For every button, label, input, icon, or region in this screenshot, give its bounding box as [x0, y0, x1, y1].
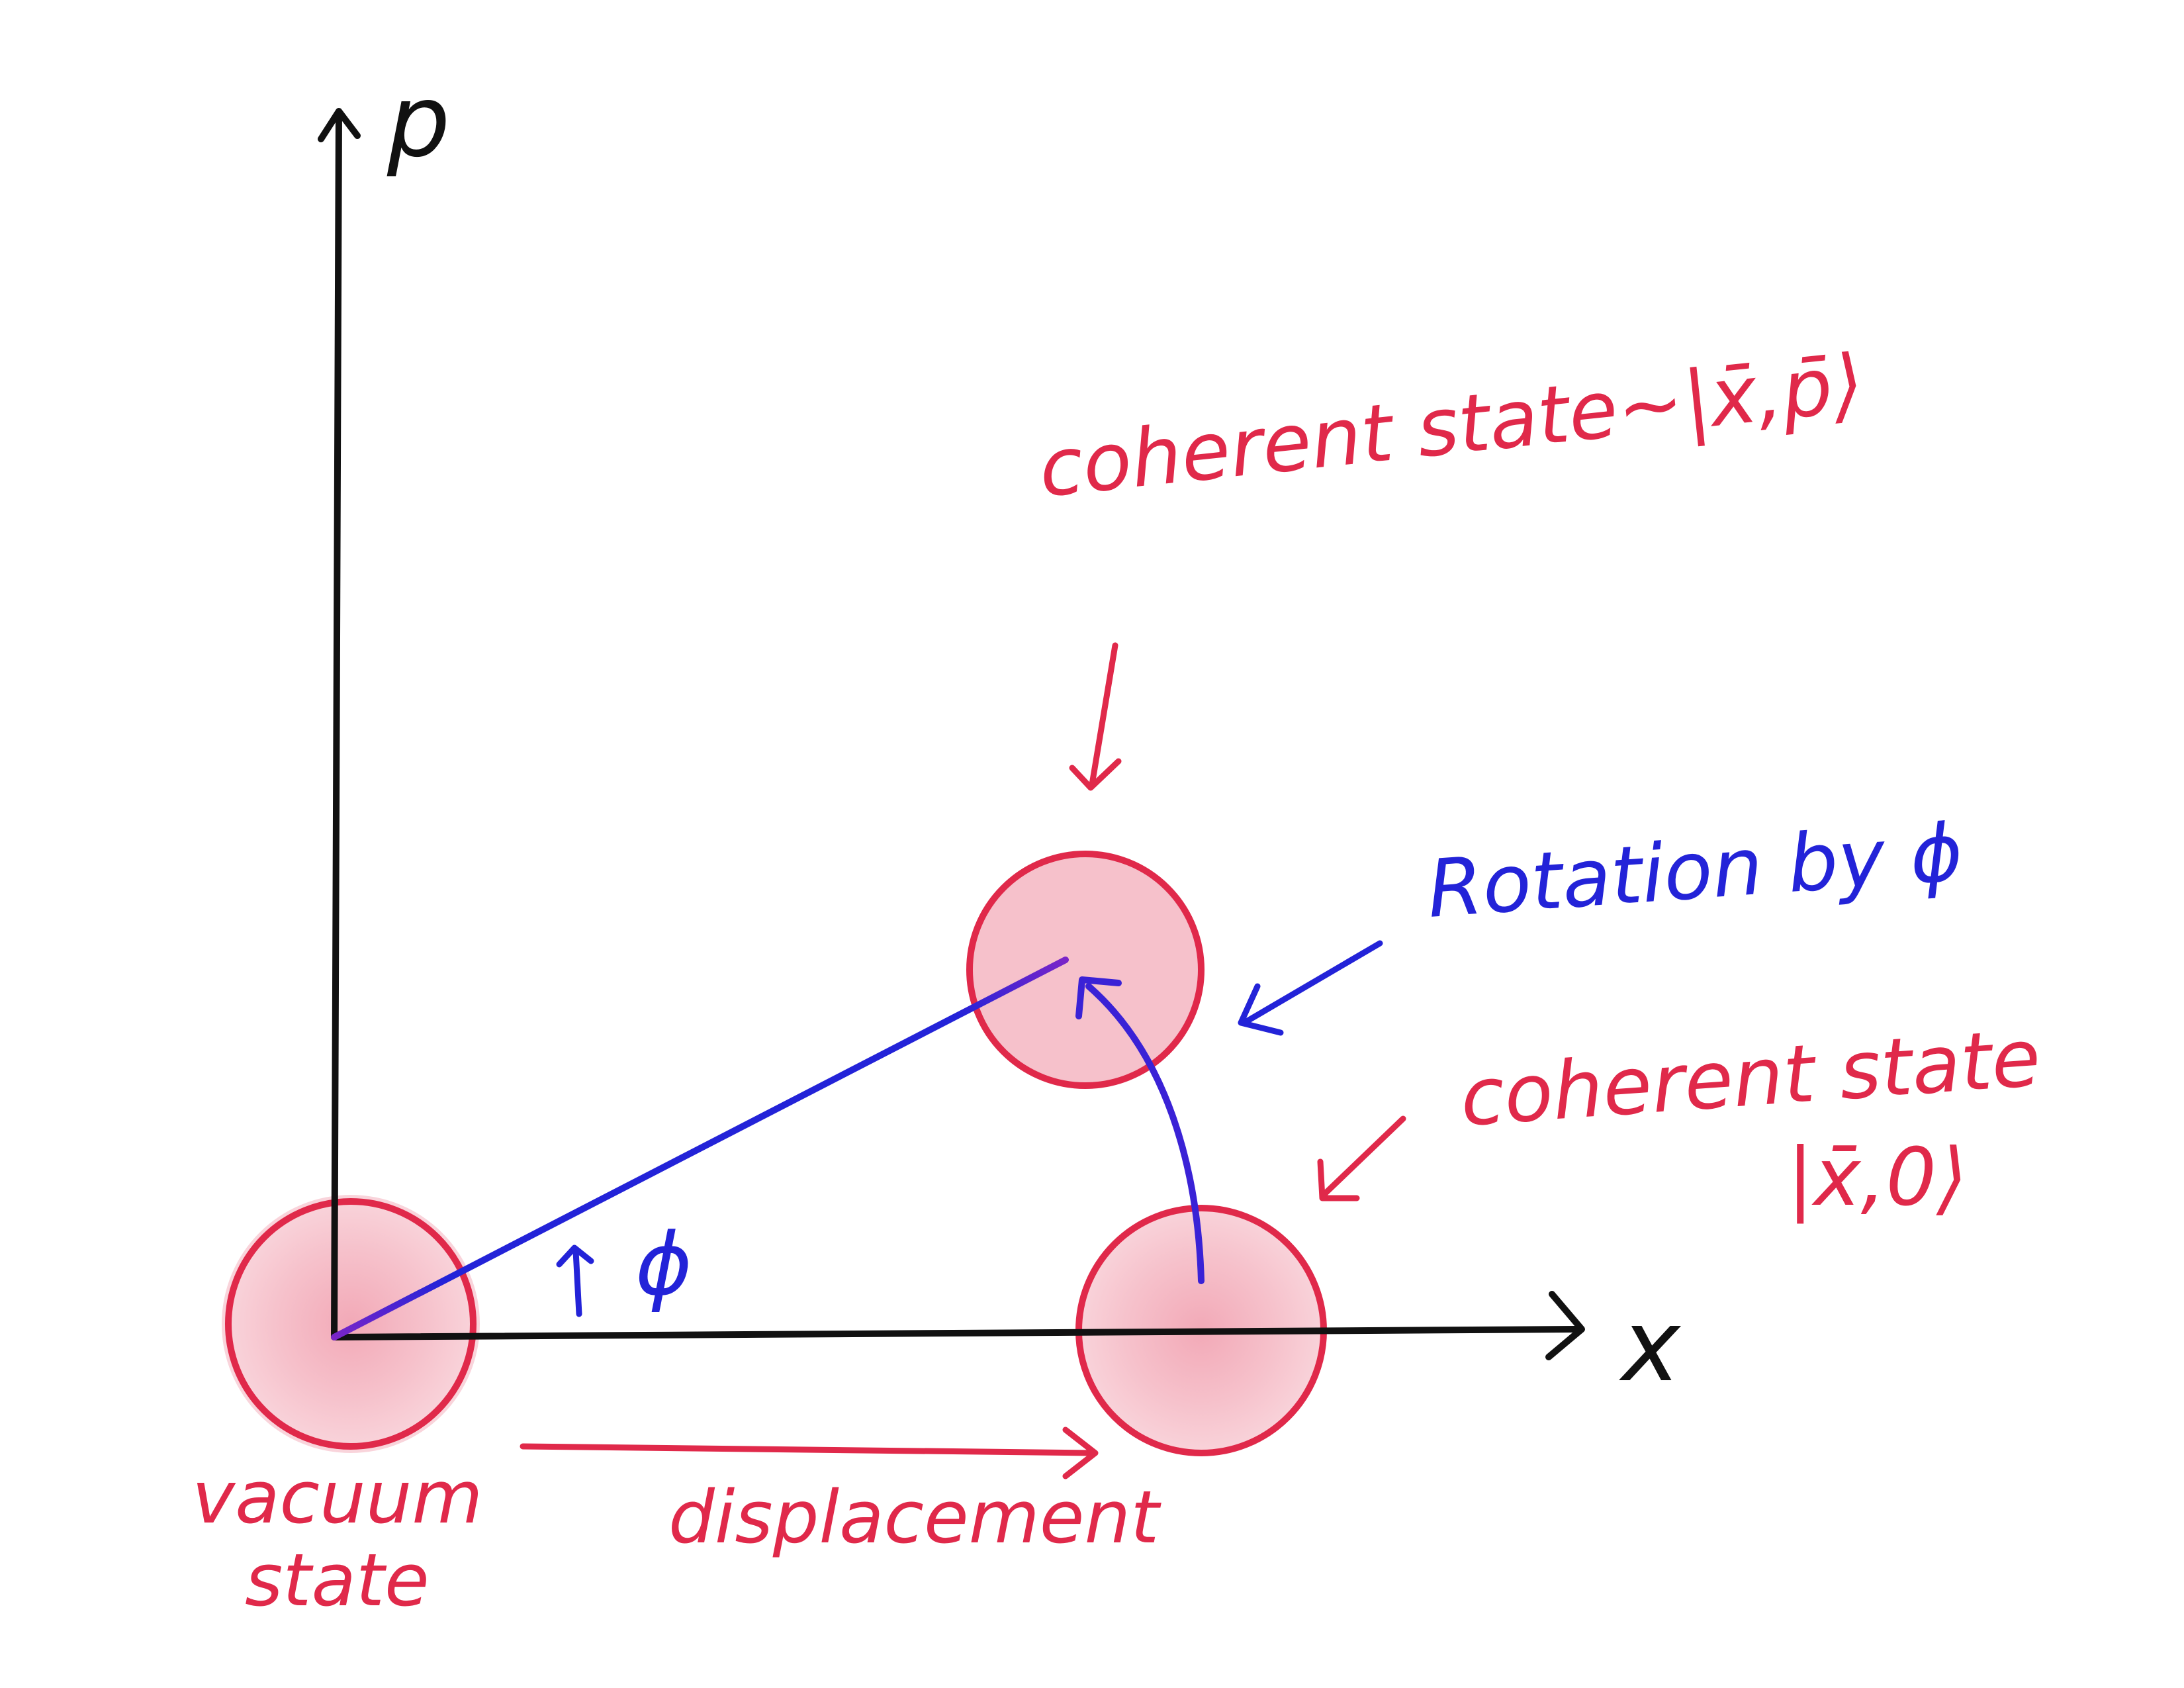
p-axis-label: p [387, 64, 450, 179]
coherent-top-pointer-arrow [1069, 642, 1122, 791]
coherent-right-label-line1: coherent state [1457, 1012, 2043, 1145]
p-axis [318, 108, 361, 1340]
angle-phi-label: ϕ [635, 1214, 692, 1315]
coherent-right-arrowhead-icon [1317, 1158, 1360, 1201]
rotation-label: Rotation by ϕ [1424, 807, 1966, 936]
rotated-coherent-state-circle [966, 851, 1205, 1089]
vacuum-state-circle [222, 1195, 480, 1453]
p-axis-arrowhead-icon [318, 108, 361, 142]
vacuum-state-label-line2: state [245, 1538, 430, 1622]
angle-phi-arrow [556, 1244, 594, 1317]
rotation-arrowhead-icon [1238, 983, 1284, 1036]
coherent-top-arrowhead-icon [1069, 758, 1122, 791]
x-axis-arrowhead-icon [1545, 1291, 1585, 1360]
rotation-pointer-arrow [1238, 940, 1383, 1036]
displacement-arrow [520, 1427, 1099, 1479]
angle-arrowhead-icon [556, 1244, 594, 1268]
displacement-arrowhead-icon [1062, 1427, 1099, 1479]
x-axis-label: x [1619, 1289, 1682, 1404]
coherent-top-label: coherent state~|x̄,p̄⟩ [1035, 338, 1868, 516]
rotation-radius-line [331, 957, 1069, 1340]
coherent-right-pointer-arrow [1317, 1115, 1406, 1201]
coherent-right-label-line2: |x̄,0⟩ [1787, 1132, 1968, 1224]
x-axis [331, 1291, 1585, 1360]
rotation-arc [1075, 976, 1205, 1284]
rotation-arc-arrowhead-icon [1075, 976, 1122, 1019]
vacuum-state-label-line1: vacuum [192, 1455, 483, 1540]
displacement-label: displacement [668, 1475, 1161, 1560]
